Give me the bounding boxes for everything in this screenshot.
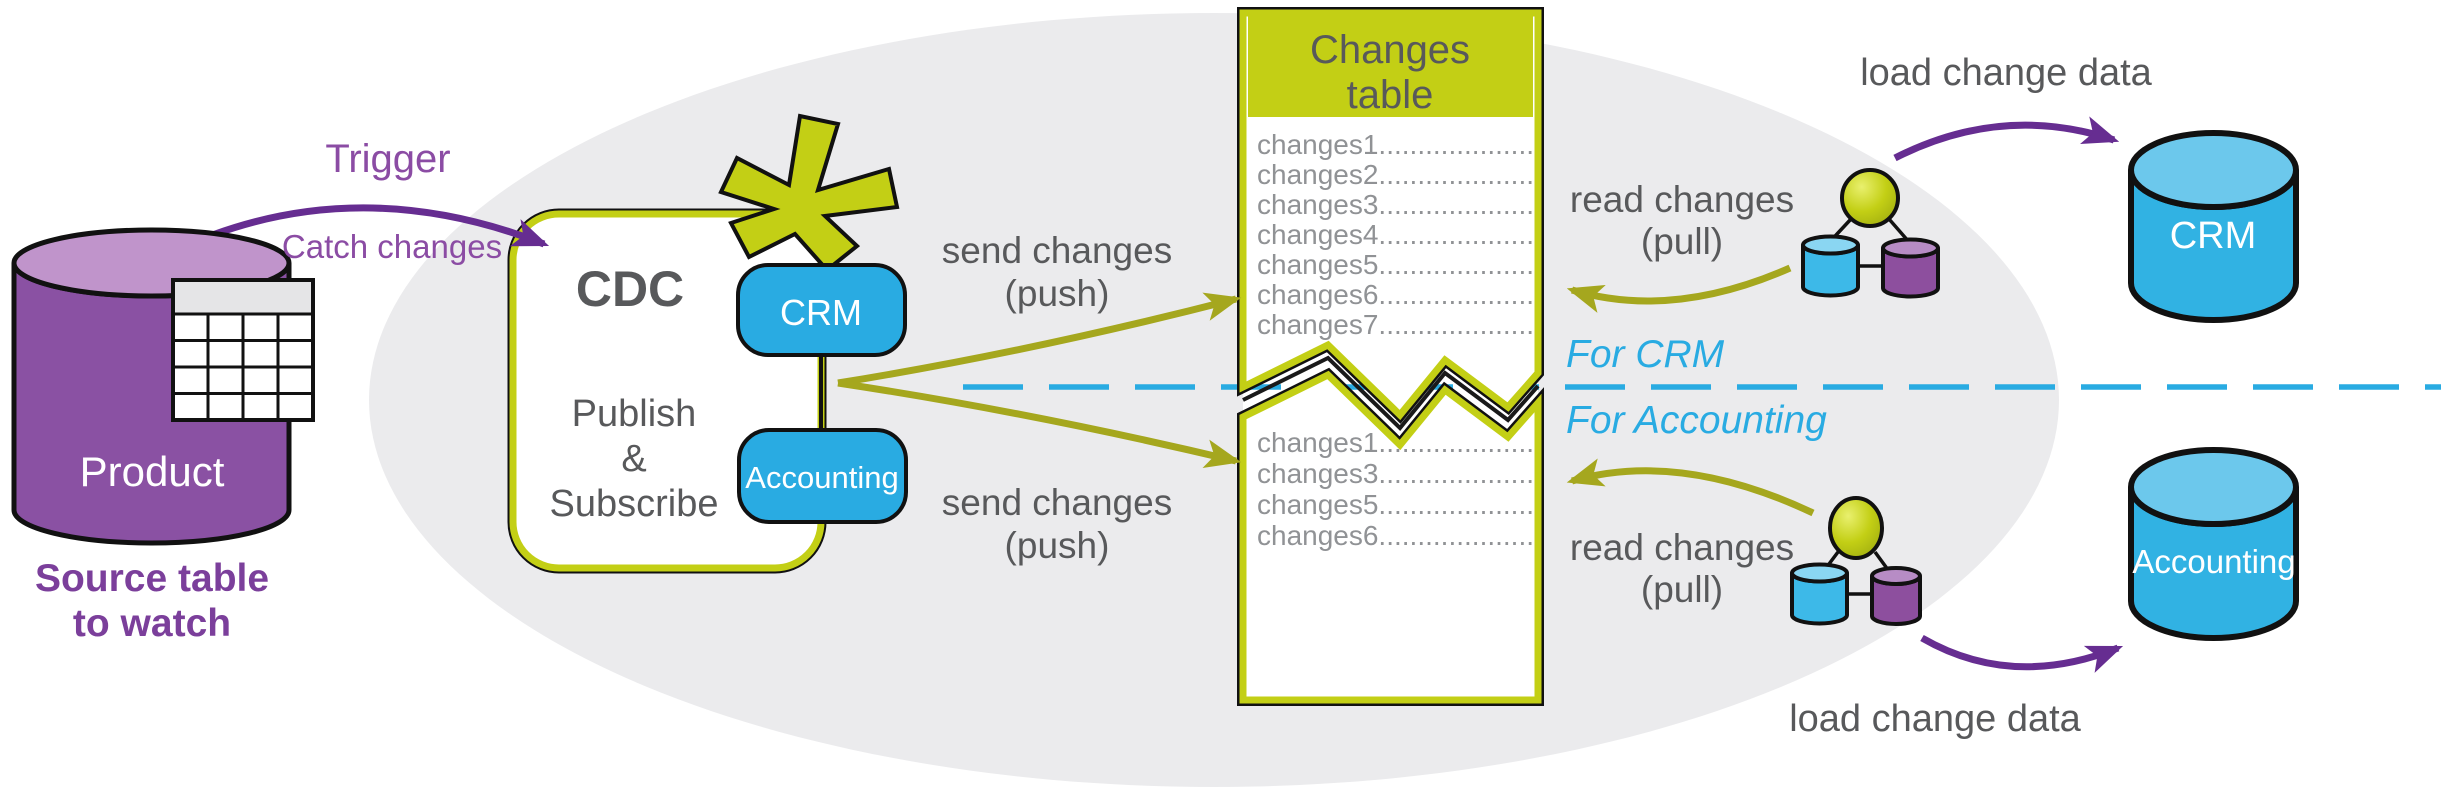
source-table-grid-icon	[171, 278, 315, 422]
read-changes-pull-bottom-label: read changes (pull)	[1569, 527, 1795, 610]
agent-purple-db-icon	[1870, 566, 1922, 626]
load-arrow-crm	[1893, 116, 2120, 162]
changes-row: changes1.....................	[1257, 130, 1535, 160]
changes-table-title: Changes table	[1309, 28, 1471, 117]
source-caption: Source table to watch	[34, 557, 270, 646]
pull-arrow-crm	[1566, 264, 1792, 313]
push-arrow-crm	[837, 292, 1242, 387]
changes-table-lower-section	[1237, 367, 1544, 706]
pull-arrow-accounting	[1566, 458, 1815, 517]
load-arrow-accounting	[1920, 634, 2124, 673]
cdc-subtitle: Publish & Subscribe	[549, 393, 719, 525]
accounting-database-cylinder-icon	[2128, 447, 2299, 641]
cdc-title: CDC	[575, 261, 685, 317]
source-cylinder-label: Product	[79, 448, 225, 495]
table-tear-gap	[1243, 345, 1538, 445]
read-changes-pull-top-label: read changes (pull)	[1569, 179, 1795, 262]
crm-cylinder-label: CRM	[2169, 215, 2257, 257]
trigger-label: Trigger	[325, 137, 451, 181]
tear-zigzag-line	[1242, 355, 1540, 431]
changes-row: changes3.....................	[1257, 190, 1535, 220]
crm-pull-agent-icon	[1801, 168, 1940, 299]
for-crm-label: For CRM	[1566, 333, 1725, 376]
agent-sphere-icon	[1828, 496, 1884, 560]
agent-sphere-icon	[1840, 168, 1900, 228]
accounting-badge-label: Accounting	[745, 460, 899, 495]
load-change-data-top-label: load change data	[1860, 52, 2152, 94]
changes-row: changes6.....................	[1257, 521, 1535, 551]
crm-database-cylinder-icon	[2128, 130, 2299, 323]
changes-row: changes6.....................	[1257, 280, 1535, 310]
changes-row: changes7.....................	[1257, 310, 1535, 340]
changes-row: changes3.....................	[1257, 459, 1535, 489]
catch-changes-label: Catch changes	[281, 228, 503, 265]
changes-row: changes5.....................	[1257, 490, 1535, 520]
changes-table-upper-section	[1237, 7, 1544, 424]
agent-blue-db-icon	[1790, 562, 1849, 626]
accounting-pull-agent-icon	[1790, 496, 1922, 626]
changes-row: changes4.....................	[1257, 220, 1535, 250]
agent-purple-db-icon	[1881, 237, 1940, 299]
crm-subscriber-badge	[736, 263, 907, 357]
changes-row: changes5.....................	[1257, 250, 1535, 280]
send-changes-push-top-label: send changes (push)	[941, 230, 1173, 314]
send-changes-push-bottom-label: send changes (push)	[941, 482, 1173, 566]
accounting-cylinder-label: Accounting	[2132, 543, 2296, 580]
changes-table-header	[1248, 16, 1533, 117]
changes-row: changes1.....................	[1257, 428, 1535, 458]
crm-badge-label: CRM	[780, 292, 862, 333]
star-burst-icon	[718, 113, 900, 273]
accounting-subscriber-badge	[737, 428, 908, 524]
changes-row: changes2.....................	[1257, 160, 1535, 190]
for-accounting-label: For Accounting	[1566, 399, 1827, 442]
push-arrow-accounting	[837, 379, 1242, 469]
load-change-data-bottom-label: load change data	[1789, 698, 2081, 740]
agent-blue-db-icon	[1801, 234, 1860, 298]
